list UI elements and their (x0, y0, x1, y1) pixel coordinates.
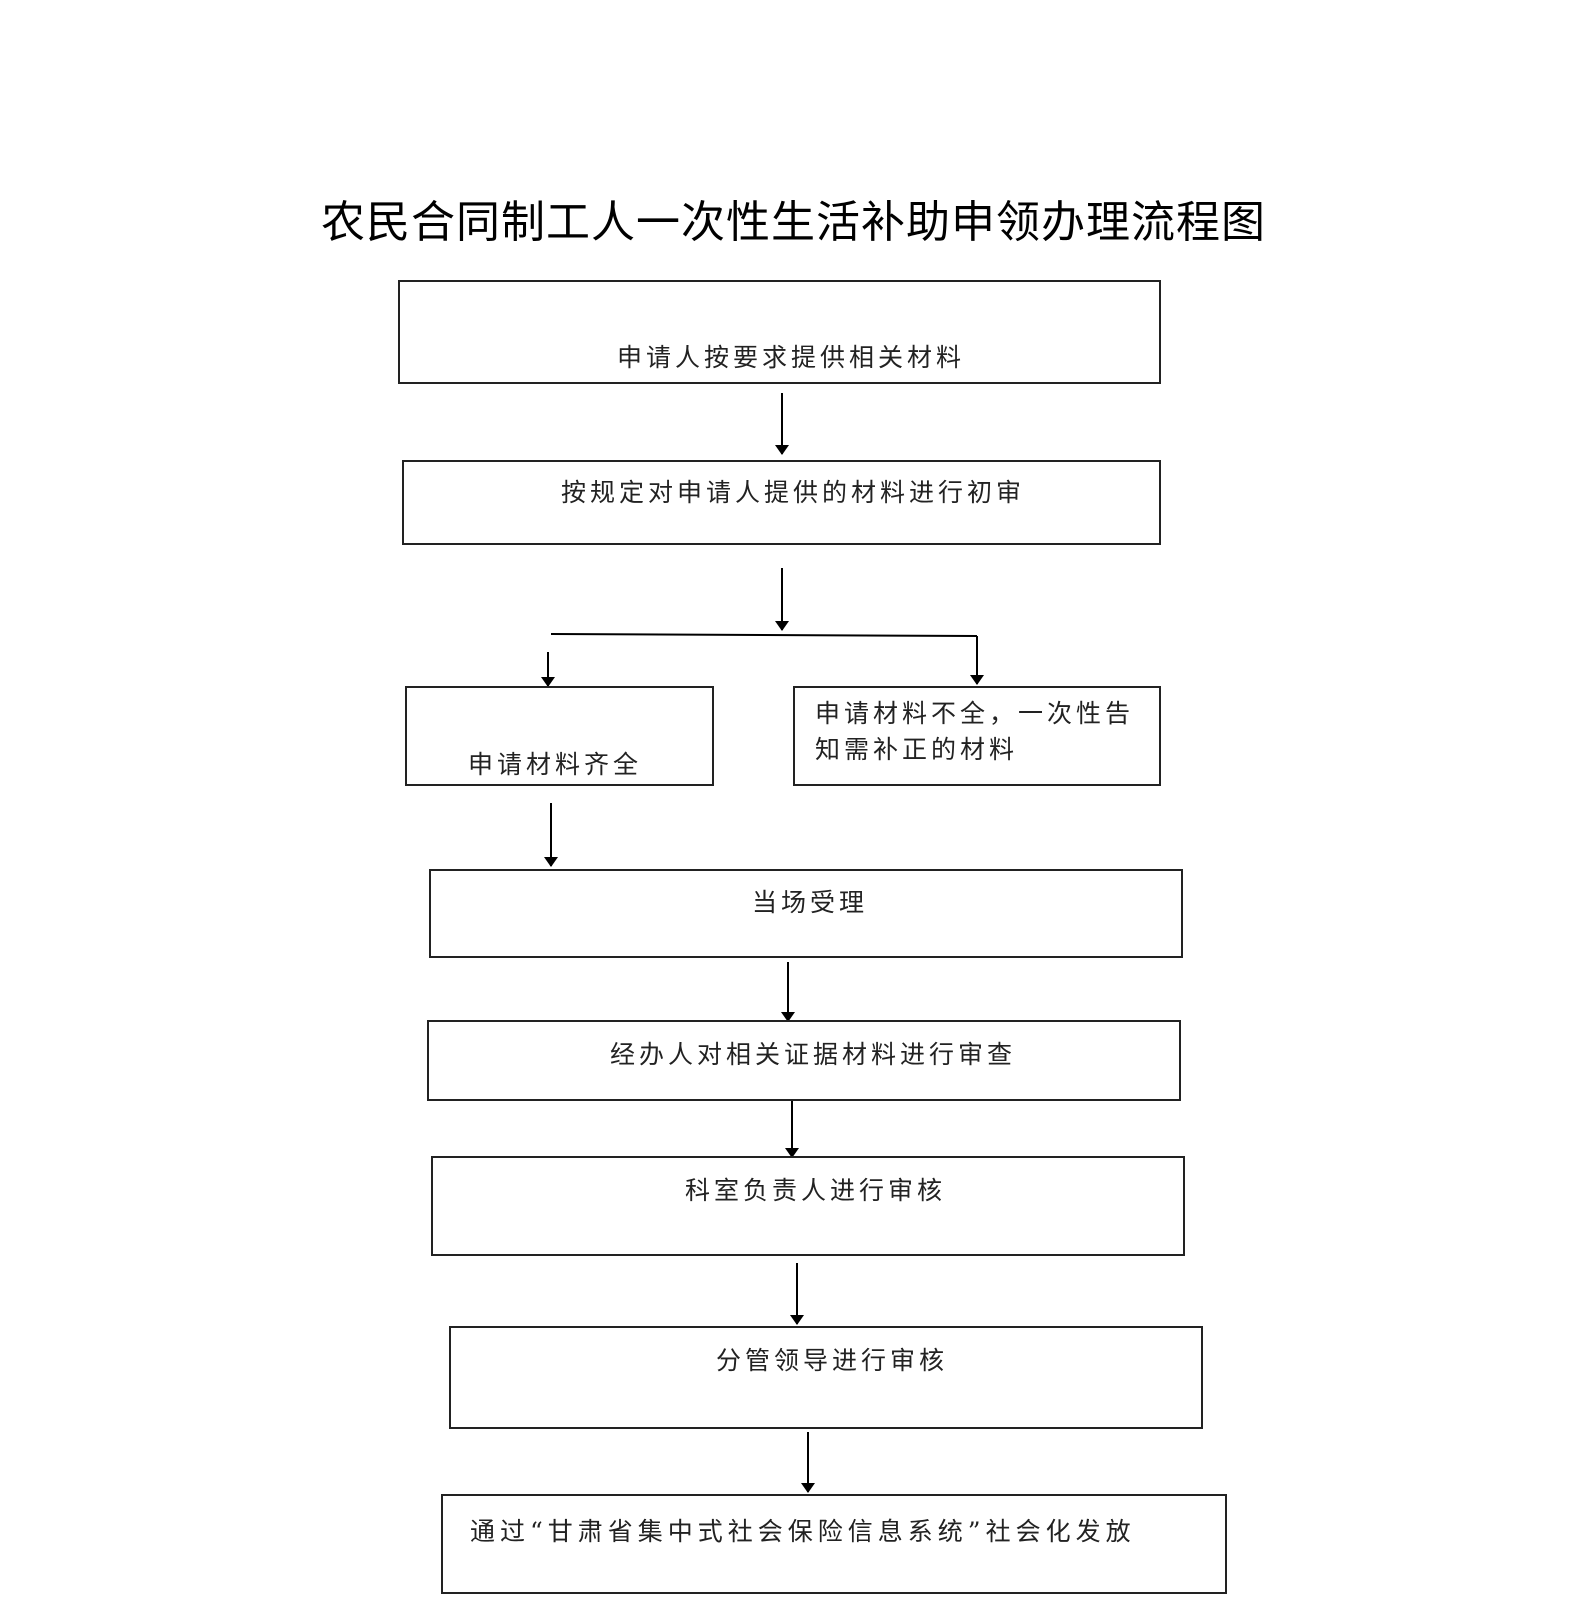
step-initial-review-box (402, 460, 1161, 545)
step-release-label: 通过“甘肃省集中式社会保险信息系统”社会化发放 (470, 1517, 1136, 1546)
step-leader-review-label: 分管领导进行审核 (716, 1346, 949, 1375)
step-section-review-label: 科室负责人进行审核 (685, 1176, 947, 1205)
step-initial-review-label: 按规定对申请人提供的材料进行初审 (561, 478, 1026, 507)
step-incomplete-label: 申请材料不全，一次性告知需补正的材料 (815, 699, 1135, 764)
step-complete-box (405, 686, 714, 786)
step-incomplete-box (793, 686, 1161, 786)
step-section-review-box (431, 1156, 1185, 1256)
branch-horizontal-line (550, 633, 978, 637)
step-leader-review-box (449, 1326, 1203, 1429)
step-complete-label: 申请材料齐全 (468, 750, 643, 779)
step-handler-review-box (427, 1020, 1181, 1101)
step-accept-box (429, 869, 1183, 958)
step-accept-label: 当场受理 (752, 888, 869, 917)
step-release-box (441, 1494, 1227, 1594)
step-submit-label: 申请人按要求提供相关材料 (617, 343, 966, 372)
diagram-title: 农民合同制工人一次性生活补助申领办理流程图 (321, 197, 1266, 248)
step-submit-box (398, 280, 1161, 384)
step-handler-review-label: 经办人对相关证据材料进行审查 (610, 1040, 1017, 1069)
